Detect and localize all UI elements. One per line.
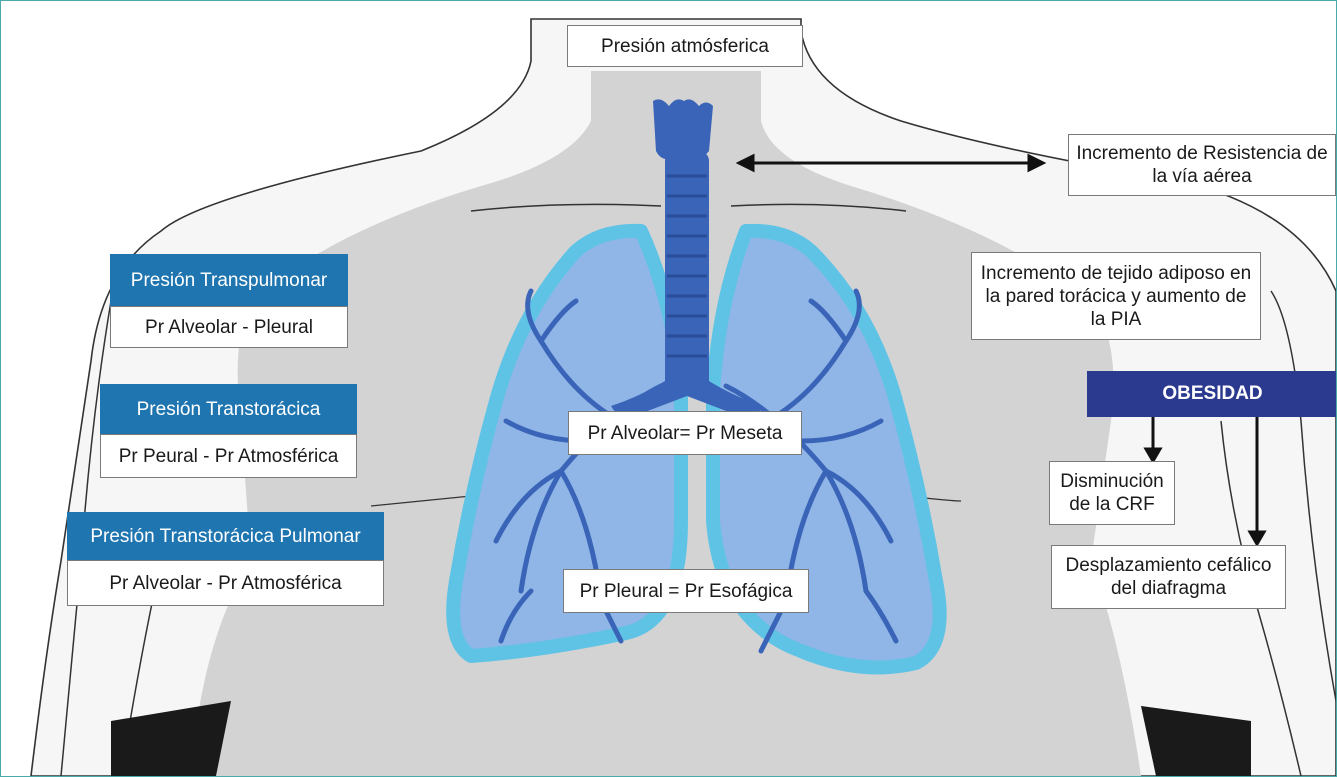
crf-decrease-label: Disminución de la CRF [1049, 461, 1175, 525]
diaphragm-displacement-label: Desplazamiento cefálico del diafragma [1051, 545, 1286, 609]
obesity-banner: OBESIDAD [1087, 371, 1337, 417]
airway-resistance-label: Incremento de Resistencia de la vía aére… [1068, 134, 1336, 196]
transthoracic-pulmonary-header: Presión Transtorácica Pulmonar [67, 512, 384, 560]
adipose-tissue-label: Incremento de tejido adiposo en la pared… [971, 252, 1261, 340]
transthoracic-pulmonary-formula: Pr Alveolar - Pr Atmosférica [67, 560, 384, 606]
pleural-esophageal-label: Pr Pleural = Pr Esofágica [563, 569, 809, 613]
transpulmonary-formula: Pr Alveolar - Pleural [110, 306, 348, 348]
transpulmonary-header: Presión Transpulmonar [110, 254, 348, 306]
atmospheric-pressure-label: Presión atmósferica [567, 25, 803, 67]
alveolar-plateau-label: Pr Alveolar= Pr Meseta [568, 411, 802, 455]
transthoracic-formula: Pr Peural - Pr Atmosférica [100, 434, 357, 478]
transthoracic-header: Presión Transtorácica [100, 384, 357, 434]
